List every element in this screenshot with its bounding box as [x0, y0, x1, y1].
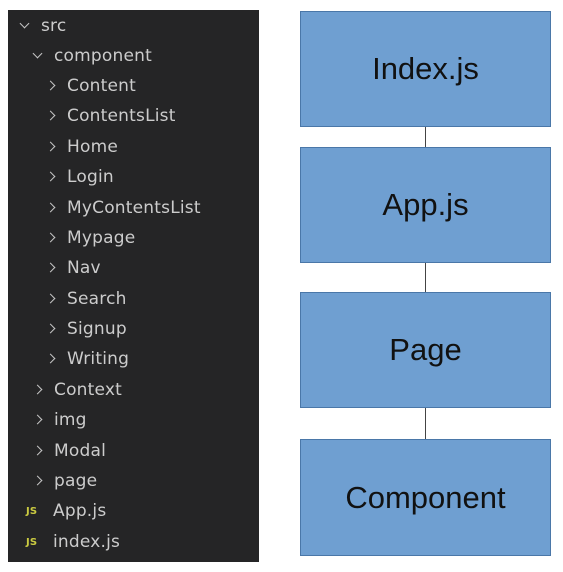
- file-app-js[interactable]: JS App.js: [8, 496, 277, 526]
- folder-search[interactable]: Search: [8, 284, 295, 314]
- node-label: Page: [389, 332, 462, 367]
- folder-mypage[interactable]: Mypage: [8, 223, 295, 253]
- js-file-icon: JS: [26, 536, 38, 548]
- file-explorer: src component Content ContentsList Home …: [8, 10, 259, 562]
- file-label: index.js: [53, 532, 121, 552]
- folder-login[interactable]: Login: [8, 162, 295, 192]
- folder-signup[interactable]: Signup: [8, 314, 295, 344]
- folder-label: ContentsList: [67, 106, 176, 126]
- folder-label: Mypage: [67, 228, 136, 248]
- folder-context[interactable]: Context: [8, 375, 282, 405]
- folder-label: component: [54, 46, 152, 66]
- file-label: App.js: [53, 501, 107, 521]
- folder-label: Home: [67, 137, 119, 157]
- folder-label: img: [54, 410, 87, 430]
- folder-contentslist[interactable]: ContentsList: [8, 101, 295, 131]
- file-index-js[interactable]: JS index.js: [8, 527, 277, 557]
- folder-label: Modal: [54, 441, 106, 461]
- folder-content[interactable]: Content: [8, 71, 295, 101]
- js-file-icon: JS: [26, 505, 38, 517]
- folder-label: page: [54, 471, 98, 491]
- folder-home[interactable]: Home: [8, 132, 295, 162]
- folder-page[interactable]: page: [8, 466, 282, 496]
- folder-img[interactable]: img: [8, 405, 282, 435]
- node-app-js: App.js: [300, 147, 551, 263]
- node-index-js: Index.js: [300, 11, 551, 127]
- folder-label: src: [41, 16, 67, 36]
- folder-component[interactable]: component: [8, 41, 282, 71]
- folder-label: Context: [54, 380, 122, 400]
- folder-writing[interactable]: Writing: [8, 344, 295, 374]
- folder-label: Signup: [67, 319, 127, 339]
- folder-label: MyContentsList: [67, 198, 201, 218]
- folder-label: Nav: [67, 258, 101, 278]
- connector-line: [425, 263, 426, 292]
- folder-label: Search: [67, 289, 127, 309]
- folder-src[interactable]: src: [8, 11, 269, 41]
- node-label: Component: [345, 479, 506, 515]
- connector-line: [425, 408, 426, 439]
- connector-line: [425, 127, 426, 147]
- node-label: Index.js: [372, 51, 479, 86]
- folder-modal[interactable]: Modal: [8, 436, 282, 466]
- folder-label: Writing: [67, 349, 130, 369]
- folder-nav[interactable]: Nav: [8, 253, 295, 283]
- node-page: Page: [300, 292, 551, 408]
- node-label: App.js: [382, 187, 469, 222]
- folder-label: Content: [67, 76, 137, 96]
- folder-mycontentslist[interactable]: MyContentsList: [8, 193, 295, 223]
- folder-label: Login: [67, 167, 114, 187]
- node-component: Component: [300, 439, 551, 556]
